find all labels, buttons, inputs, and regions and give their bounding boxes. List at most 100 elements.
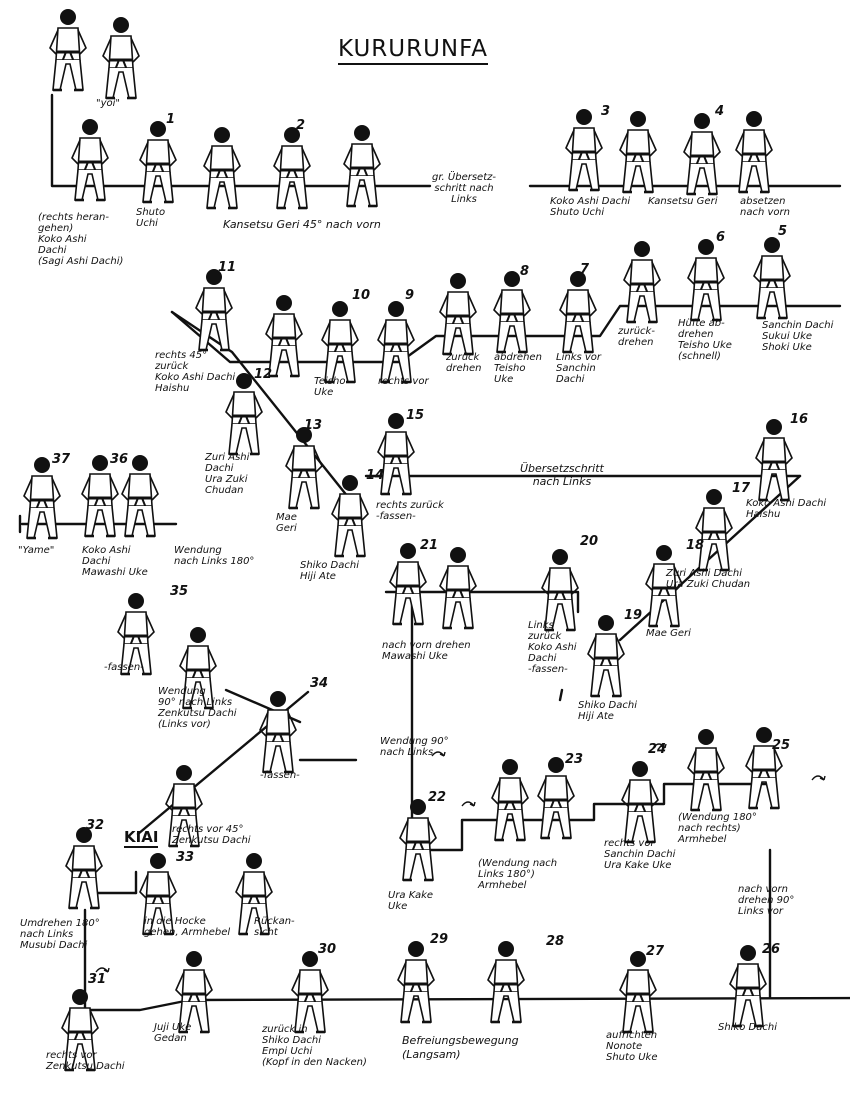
step-label: Koko Ashi Dachi Haishu	[746, 498, 827, 520]
step-label: Shiko Dachi Hiji Ate	[300, 560, 359, 582]
karateka-figure	[61, 989, 99, 1072]
step-number: 34	[310, 676, 329, 691]
page-title: KURURUNFA	[338, 36, 488, 65]
step-label: Umdrehen 180° nach Links Musubi Dachi	[20, 918, 100, 951]
annotation-yoi: "yoi"	[96, 98, 121, 109]
karateka-figure	[541, 549, 579, 632]
step-number: 14	[366, 468, 385, 483]
step-label: abdrehen Teisho Uke	[494, 352, 542, 385]
step-label: Juji Uke Gedan	[154, 1022, 192, 1044]
karateka-figure	[65, 827, 103, 910]
step-number: 25	[772, 738, 791, 753]
step-label: aufrichten Nonote Shuto Uke	[606, 1030, 658, 1063]
step-number: 35	[170, 584, 189, 599]
step-label: rechts vor 45° Zenkutsu Dachi	[172, 824, 251, 846]
karateka-figure	[619, 951, 657, 1034]
karateka-figure	[175, 951, 213, 1034]
step-label: rechts vor	[378, 376, 429, 387]
karateka-figure	[565, 109, 603, 192]
karateka-figure	[399, 799, 437, 882]
step-number: 22	[428, 790, 447, 805]
karateka-figure	[121, 455, 159, 538]
step-label: Wendung nach Links 180°	[174, 545, 255, 567]
step-number: 9	[405, 288, 415, 303]
karateka-figure	[621, 761, 659, 844]
karateka-figure	[695, 489, 733, 572]
karateka-figure	[377, 413, 415, 496]
karateka-figure	[397, 941, 435, 1024]
karateka-figure	[493, 271, 531, 354]
step-number: 4	[715, 104, 725, 119]
karateka-figure	[491, 759, 529, 842]
karateka-figure	[195, 269, 233, 352]
step-number: 7	[580, 262, 590, 277]
karateka-figure	[225, 373, 263, 456]
floor-line	[558, 688, 564, 702]
step-number: 19	[624, 608, 643, 623]
step-label: Mae Geri	[646, 628, 691, 639]
step-label: Koko Ashi Dachi Mawashi Uke	[82, 545, 148, 578]
step-label: Kansetsu Geri	[648, 196, 718, 207]
karateka-figure	[389, 543, 427, 626]
kiai-label: KIAI	[124, 828, 159, 848]
karateka-figure	[23, 457, 61, 540]
annotation-yame: "Yame"	[18, 545, 55, 556]
karateka-figure	[139, 121, 177, 204]
karateka-figure	[273, 127, 311, 210]
step-label: Kansetsu Geri 45° nach vorn	[223, 218, 381, 231]
step-label: Zuri Ashi Dachi Ura Zuki Chudan	[666, 568, 751, 590]
step-number: 6	[716, 230, 726, 245]
karateka-figure	[117, 593, 155, 676]
annotation-uebersetzschritt-1: gr. Übersetz- schritt nach Links	[432, 172, 496, 205]
step-label: Shuto Uchi	[136, 207, 166, 229]
annotation-uebersetzschritt-2: Übersetzschritt nach Links	[520, 462, 604, 488]
step-label: Shiko Dachi	[718, 1022, 777, 1033]
karateka-figure	[377, 301, 415, 384]
karateka-figure	[683, 113, 721, 196]
floor-line	[170, 310, 362, 514]
karateka-figure	[235, 853, 273, 936]
karateka-figure	[559, 271, 597, 354]
step-number: 32	[86, 818, 105, 833]
step-label: rechts 45° zurück Koko Ashi Dachi Haishu	[155, 350, 236, 394]
karateka-figure	[745, 727, 783, 810]
step-number: 18	[686, 538, 705, 553]
karateka-figure	[487, 941, 525, 1024]
step-label: Rückan- sicht	[254, 916, 295, 938]
step-label: Koko Ashi Dachi Shuto Uchi	[550, 196, 631, 218]
step-label: Wendung 90° nach Links Zenkutsu Dachi (L…	[158, 686, 237, 730]
step-label: rechts vor Sanchin Dachi Ura Kake Uke	[604, 838, 676, 871]
step-label: Shiko Dachi Hiji Ate	[578, 700, 637, 722]
step-label: nach vorn drehen Mawashi Uke	[382, 640, 471, 662]
annotation-fassen-35: -fassen-	[104, 662, 144, 673]
step-number: 33	[176, 850, 195, 865]
step-label: Befreiungsbewegung (Langsam)	[402, 1034, 519, 1061]
step-label: nach vorn drehen 90° Links vor	[738, 884, 795, 917]
floor-line	[83, 998, 192, 1012]
step-number: 36	[110, 452, 129, 467]
step-start-label: (rechts heran- gehen) Koko Ashi Dachi (S…	[38, 212, 124, 267]
karateka-figure	[735, 111, 773, 194]
floor-line	[170, 304, 842, 364]
karateka-figure	[331, 475, 369, 558]
karateka-figure	[439, 273, 477, 356]
step-label: zurück drehen	[446, 352, 482, 374]
step-label: Teisho Uke	[314, 376, 346, 398]
step-number: 15	[406, 408, 425, 423]
karateka-figure	[71, 119, 109, 202]
karateka-figure	[81, 455, 119, 538]
karateka-figure	[49, 9, 87, 92]
floor-line	[410, 782, 772, 852]
karateka-figure	[203, 127, 241, 210]
step-number: 27	[646, 944, 665, 959]
karateka-figure	[165, 765, 203, 848]
step-number: 26	[762, 942, 781, 957]
step-number: 3	[601, 104, 611, 119]
karateka-figure	[139, 853, 177, 936]
karateka-figure	[587, 615, 625, 698]
karateka-figure	[537, 757, 575, 840]
step-label: (Wendung 180° nach rechts) Armhebel	[678, 812, 757, 845]
step-number: 5	[778, 224, 788, 239]
karateka-figure	[321, 301, 359, 384]
